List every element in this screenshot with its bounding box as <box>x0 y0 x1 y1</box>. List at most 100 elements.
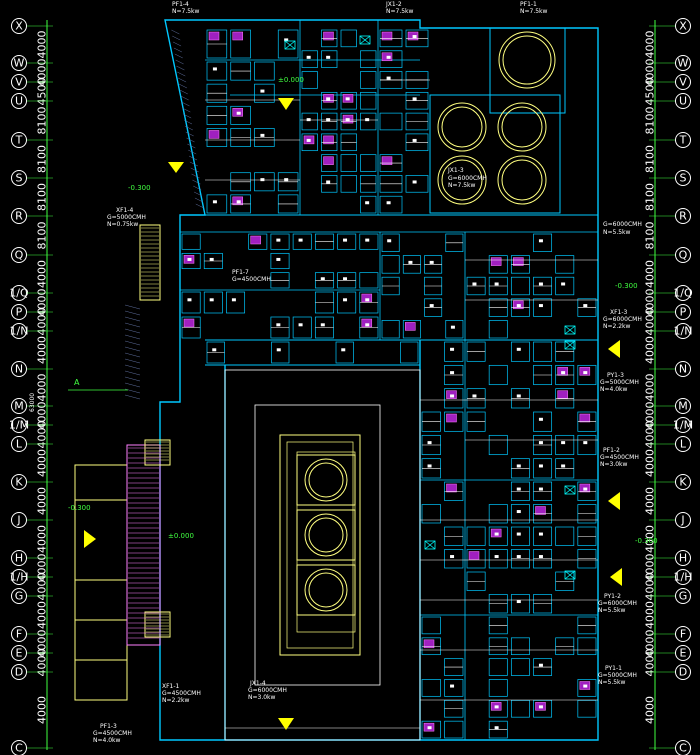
level-marks: ±0.000 -0.300 -0.300 ±0.000 -0.300 -0.30… <box>68 76 658 545</box>
grid-dim: 8100 <box>644 222 657 250</box>
entry-arrow-south <box>278 718 294 730</box>
level-mark-2: -0.300 <box>128 184 151 192</box>
grid-bubble <box>675 569 691 585</box>
spec-xf1-1-g: G=4500CMH <box>162 690 201 697</box>
tag-py1-3: PY1-3 <box>607 372 624 379</box>
level-mark-4: ±0.000 <box>168 532 194 540</box>
grid-dim: 4000 <box>644 630 657 658</box>
grid-label: X <box>679 20 687 33</box>
grid-dim: 4000 <box>36 31 49 59</box>
tag-xf1-4: XF1-4 <box>116 207 134 214</box>
grid-dim: 4000 <box>36 402 49 430</box>
grid-dim: 4000 <box>644 525 657 553</box>
grid-label: E <box>16 647 23 660</box>
grid-label: V <box>679 76 687 89</box>
grid-dim: 4500 <box>36 78 49 106</box>
grid-label: U <box>679 95 687 108</box>
spec-pf1-1-n: N=7.5kw <box>520 8 548 15</box>
spec-jx1-3-n: N=7.5kw <box>448 182 476 189</box>
grid-label: P <box>680 306 687 319</box>
level-mark-1: ±0.000 <box>278 76 304 84</box>
fan-coil-units <box>183 31 591 732</box>
grid-bubble <box>11 74 27 90</box>
grid-dim: 4000 <box>36 336 49 364</box>
grid-dim: 4000 <box>36 487 49 515</box>
grid-label: G <box>15 590 24 603</box>
grid-dim: 8100 <box>644 145 657 173</box>
spec-xf1-4-g: G=5000CMH <box>107 214 146 221</box>
grid-bubble <box>675 247 691 263</box>
equipment-labels: PF1-4 N=7.5kw JX1-2 N=7.5kw PF1-1 N=7.5k… <box>93 1 642 744</box>
grid-dim: 4000 <box>36 573 49 601</box>
grid-bubble <box>675 18 691 34</box>
grid-bubble <box>675 740 691 755</box>
grid-label: K <box>15 476 23 489</box>
grid-label: 1/M <box>9 419 29 432</box>
central-hall <box>224 369 421 741</box>
grid-bubble <box>11 550 27 566</box>
spec-xf1-4-n: N=0.75kw <box>107 221 138 228</box>
tag-py1-1: PY1-1 <box>605 665 622 672</box>
grid-label: Q <box>679 249 688 262</box>
grid-label: 1/N <box>10 325 29 338</box>
grid-label: Q <box>15 249 24 262</box>
grid-label: D <box>679 666 687 679</box>
spec-xf1-3-n: N=2.2kw <box>603 323 631 330</box>
grid-label: F <box>680 628 686 641</box>
grid-dim: 4000 <box>36 260 49 288</box>
grid-bubble <box>675 132 691 148</box>
section-marker: A <box>74 378 80 387</box>
grid-bubble <box>11 436 27 452</box>
grid-label: K <box>679 476 687 489</box>
grid-bubble <box>11 588 27 604</box>
spec-ne-n: N=5.5kw <box>603 229 631 236</box>
grid-bubble <box>675 93 691 109</box>
spec-py1-2-n: N=5.5kw <box>598 607 626 614</box>
grid-dim: 8100 <box>644 183 657 211</box>
stair-treads <box>128 227 169 639</box>
grid-dim: 4000 <box>36 554 49 582</box>
tag-xf1-1: XF1-1 <box>162 683 180 690</box>
grid-dim: 4000 <box>36 374 49 402</box>
grid-label: T <box>15 134 23 147</box>
tag-pf1-2: PF1-2 <box>603 447 620 454</box>
grid-label: 1/N <box>674 325 693 338</box>
grid-dim: 4000 <box>644 260 657 288</box>
entry-arrow-east-1 <box>608 340 620 358</box>
grid-bubble <box>11 512 27 528</box>
grid-dim: 4000 <box>36 449 49 477</box>
grid-dim: 4500 <box>644 78 657 106</box>
dim-label-left: 63000 <box>29 393 36 412</box>
level-mark-3: -0.300 <box>615 282 638 290</box>
grid-dim: 4000 <box>644 374 657 402</box>
grid-dim: 8100 <box>36 183 49 211</box>
building-outline <box>159 19 599 741</box>
spec-py1-1-g: G=5000CMH <box>598 672 637 679</box>
grid-dim: 4000 <box>644 449 657 477</box>
tag-jx1-3: JX1-3 <box>447 167 464 174</box>
entrance-arrows <box>84 98 622 730</box>
grid-label: 1/Q <box>9 287 29 300</box>
grid-label: C <box>679 742 687 755</box>
spec-pf1-4-n: N=7.5kw <box>172 8 200 15</box>
spec-xf1-1-n: N=2.2kw <box>162 697 190 704</box>
grid-bubble <box>11 18 27 34</box>
spec-xf1-3-g: G=6000CMH <box>603 316 642 323</box>
grid-dim: 4000 <box>644 421 657 449</box>
grid-dim: 4000 <box>36 308 49 336</box>
grid-dim: 4000 <box>644 31 657 59</box>
grid-dim: 4000 <box>36 289 49 317</box>
grid-dim: 4000 <box>644 308 657 336</box>
fire-dampers <box>284 35 576 580</box>
grid-bubble <box>11 398 27 414</box>
grid-bubble <box>11 361 27 377</box>
grid-bubble <box>675 170 691 186</box>
entry-arrow-west <box>84 530 96 548</box>
grid-bubble <box>11 208 27 224</box>
grid-bubble <box>675 626 691 642</box>
spec-ne-g: G=6000CMH <box>603 221 642 228</box>
grid-label: G <box>679 590 688 603</box>
grid-bubble <box>675 645 691 661</box>
